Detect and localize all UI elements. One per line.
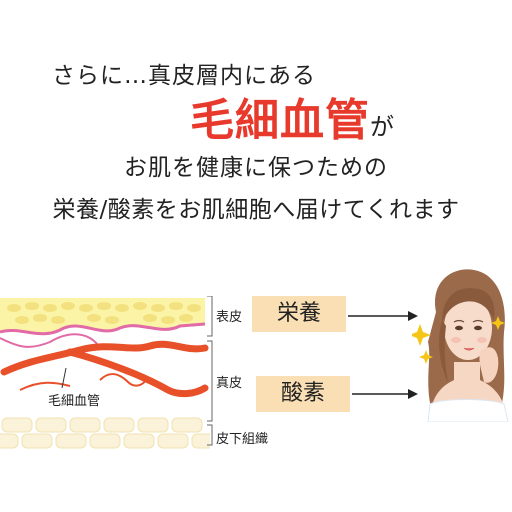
- headline-particle: が: [370, 113, 394, 141]
- layer-label-dermis: 真皮: [216, 376, 243, 391]
- layer-label-epidermis: 表皮: [216, 310, 243, 325]
- intro-text: さらに…真皮層内にある: [52, 63, 316, 89]
- dermis-border: [0, 322, 206, 336]
- skin-diagram: [0, 298, 210, 449]
- nutrition-box: 栄養: [252, 296, 346, 332]
- oxygen-box: 酸素: [256, 376, 350, 412]
- dermis-border-inner: [0, 333, 101, 349]
- woman-illustration: [412, 269, 509, 422]
- subtext-line-1: お肌を健康に保つための: [124, 155, 388, 181]
- subcutaneous-layer: [0, 417, 210, 449]
- subtext-line-2: 栄養/酸素をお肌細胞へ届けてくれます: [52, 197, 460, 223]
- capillary-branch: [66, 348, 209, 398]
- headline-emphasis-row: 毛細血管が: [0, 84, 512, 148]
- arrow-oxygen: [352, 389, 418, 399]
- dermis-layer: [0, 324, 205, 418]
- layer-brackets: [207, 296, 213, 446]
- sparkle-icons: [412, 316, 505, 364]
- capillary-main: [0, 340, 209, 376]
- capillary-label: 毛細血管: [48, 394, 101, 409]
- headline-emphasis: 毛細血管: [190, 95, 370, 146]
- epidermis-cells: [7, 302, 201, 324]
- capillary-pointer: [61, 367, 67, 389]
- layer-label-subcutaneous: 皮下組織: [216, 432, 269, 447]
- arrows: [348, 311, 418, 399]
- arrow-nutrition: [348, 311, 418, 321]
- capillary-small: [19, 373, 147, 391]
